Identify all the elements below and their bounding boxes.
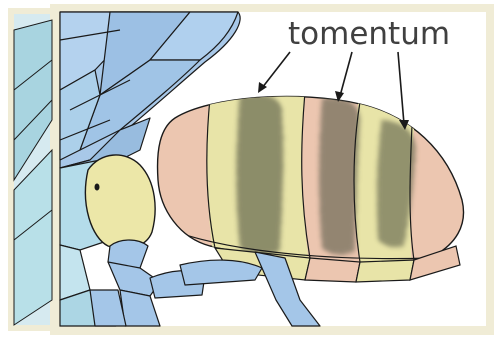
eye <box>95 184 100 191</box>
tomentum-band <box>236 94 283 255</box>
sternite <box>356 260 414 282</box>
sternite <box>305 258 360 282</box>
tomentum-label: tomentum <box>288 16 450 52</box>
